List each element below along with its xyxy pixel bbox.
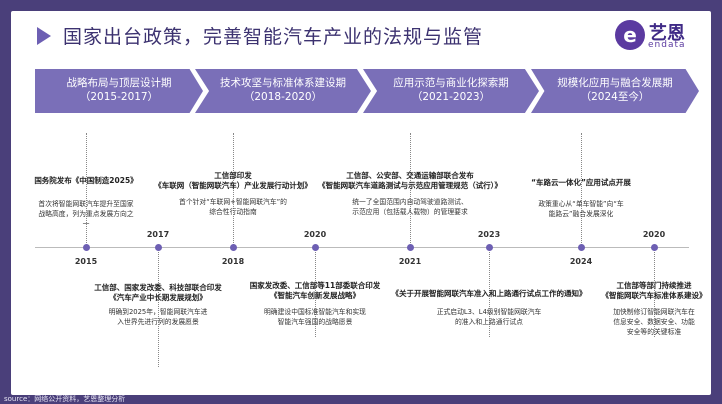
phase-1-name: 战略布局与顶层设计期: [66, 77, 172, 89]
year-label: 2021: [398, 257, 422, 266]
slide-card: 国家出台政策，完善智能汽车产业的法规与监管 e 艺恩 endata 战略布局与顶…: [11, 11, 711, 395]
event-2020-desc: 明确建设中国标准智能汽车和实现智能汽车强国的战略愿景: [264, 308, 366, 326]
event-2024-desc: 政策重心从“单车智能”向“车能路云”融合发展深化: [538, 200, 624, 218]
connector-2017: [158, 247, 159, 367]
event-2020-title: 国家发改委、工信部等11部委联合印发 《智能汽车创新发展战略》: [249, 281, 381, 300]
phase-2-name: 技术攻坚与标准体系建设期: [220, 77, 346, 89]
timeline-dot-2024: [578, 244, 585, 251]
event-2018-desc: 首个针对“车联网+智能网联汽车”的综合性行动指南: [179, 198, 287, 216]
event-2024-title: “车路云一体化”应用试点开展: [531, 178, 631, 187]
connector-2015: [86, 133, 87, 247]
endata-logo: e 艺恩 endata: [615, 20, 703, 52]
phase-3: 应用示范与商业化探索期 （2021-2023）: [363, 69, 539, 113]
timeline-dot-2018: [230, 244, 237, 251]
title-triangle-icon: [37, 27, 51, 45]
event-2017-desc: 明确到2025年，智能网联汽车进入世界先进行列的发展愿景: [108, 308, 208, 326]
phase-2-years: （2018-2020）: [243, 91, 323, 103]
year-label: 2024: [569, 257, 593, 266]
event-2021-title: 工信部、公安部、交通运输部联合发布 《智能网联汽车道路测试与示范应用管理规范（试…: [318, 171, 502, 190]
connector-2020: [315, 247, 316, 337]
year-label: 2017: [146, 230, 170, 239]
connector-2021: [410, 133, 411, 247]
timeline-dot-2020b: [651, 244, 658, 251]
logo-en-text: endata: [648, 40, 686, 50]
timeline-dot-2015: [83, 244, 90, 251]
connector-2020b: [654, 247, 655, 337]
year-label: 2020: [642, 230, 666, 239]
slide-header: 国家出台政策，完善智能汽车产业的法规与监管 e 艺恩 endata: [11, 11, 711, 59]
phase-1: 战略布局与顶层设计期 （2015-2017）: [35, 69, 203, 113]
phase-2: 技术攻坚与标准体系建设期 （2018-2020）: [195, 69, 371, 113]
connector-2024: [581, 133, 582, 247]
event-2015-title: 国务院发布《中国制造2025》: [34, 176, 138, 185]
phase-4: 规模化应用与融合发展期 （2024至今）: [531, 69, 699, 113]
phase-banner: 战略布局与顶层设计期 （2015-2017） 技术攻坚与标准体系建设期 （201…: [35, 69, 699, 113]
phase-4-name: 规模化应用与融合发展期: [557, 77, 673, 89]
event-2023-desc: 正式启动L3、L4级别智能网联汽车的准入和上路通行试点: [436, 308, 542, 326]
source-note: source：网络公开资料，艺恩整理分析: [4, 395, 126, 403]
phase-3-name: 应用示范与商业化探索期: [393, 77, 509, 89]
timeline-dot-2023: [486, 244, 493, 251]
timeline-axis: [35, 247, 689, 248]
event-2021-desc: 统一了全国范围内自动驾驶道路测试、示范应用（包括载人载物）的管理要求: [352, 198, 468, 216]
logo-mark-icon: e: [615, 20, 645, 50]
year-label: 2020: [303, 230, 327, 239]
connector-2023: [489, 247, 490, 337]
event-2018-title: 工信部印发 《车联网（智能网联汽车）产业发展行动计划》: [154, 171, 312, 190]
connector-2018: [233, 133, 234, 247]
event-2020b-title: 工信部等部门持续推进 《智能网联汽车标准体系建设》: [601, 281, 707, 300]
event-2015-desc: 首次将智能网联汽车提升至国家战略高度，列为重点发展方向之一: [38, 200, 134, 228]
year-label: 2015: [74, 257, 98, 266]
year-label: 2018: [221, 257, 245, 266]
timeline-dot-2017: [155, 244, 162, 251]
phase-3-years: （2021-2023）: [411, 91, 491, 103]
phase-1-years: （2015-2017）: [79, 91, 159, 103]
event-2020b-desc: 加快制修订智能网联汽车在信息安全、数据安全、功能安全等的关键标准: [613, 308, 695, 336]
timeline-dot-2021: [407, 244, 414, 251]
page-title: 国家出台政策，完善智能汽车产业的法规与监管: [63, 26, 484, 48]
phase-4-years: （2024至今）: [580, 91, 650, 103]
timeline-dot-2020: [312, 244, 319, 251]
event-2017-title: 工信部、国家发改委、科技部联合印发 《汽车产业中长期发展规划》: [94, 283, 222, 302]
year-label: 2023: [477, 230, 501, 239]
event-2023-title: 《关于开展智能网联汽车准入和上路通行试点工作的通知》: [391, 289, 587, 298]
logo-cn-text: 艺恩: [649, 23, 685, 44]
